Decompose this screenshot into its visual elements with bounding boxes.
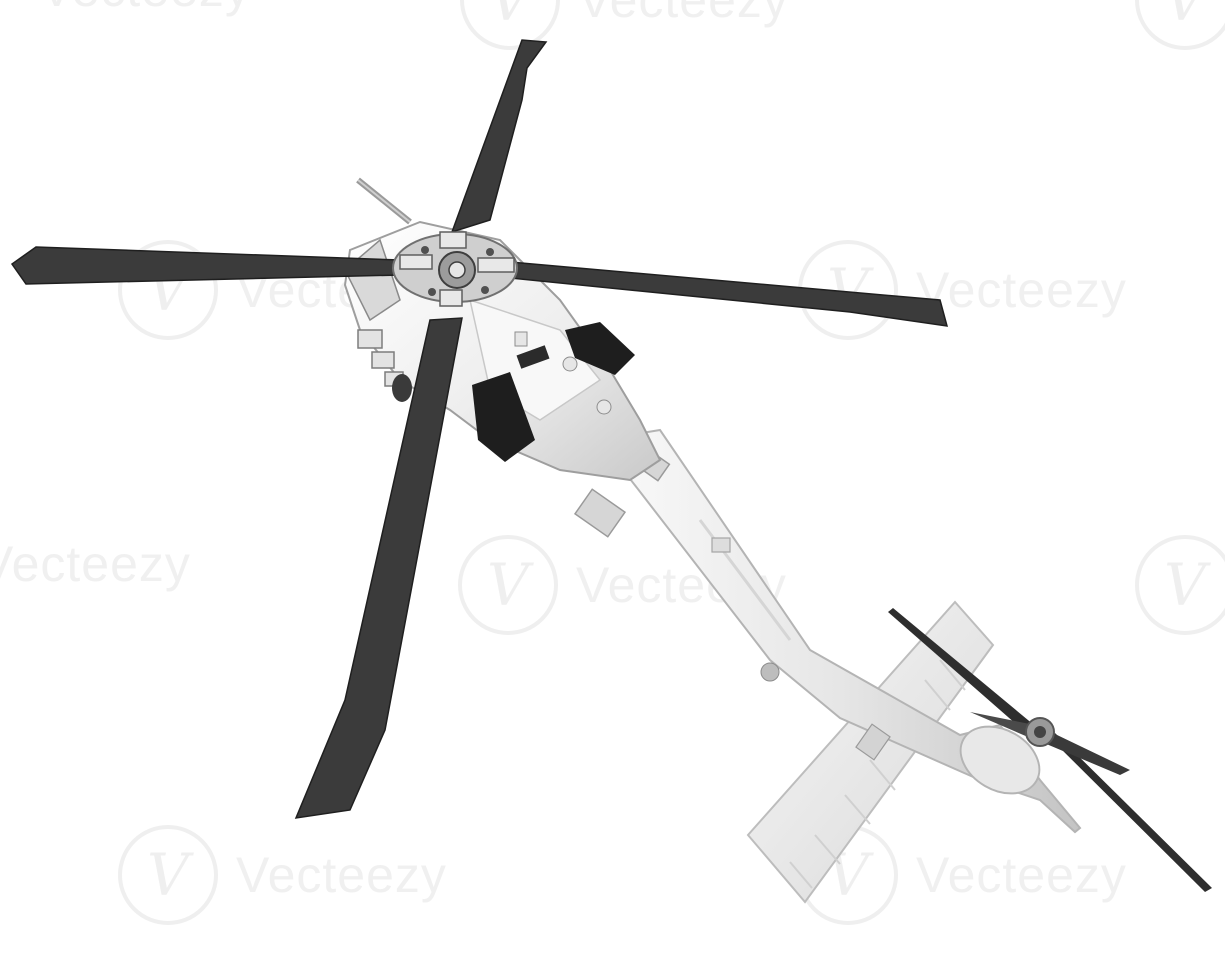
engine-intake-right — [565, 322, 635, 375]
rotor-blade-left — [10, 246, 401, 285]
tail-rotor — [888, 608, 1212, 892]
rotor-blade-upper — [450, 39, 548, 234]
engine-intake-left — [472, 372, 535, 462]
fuselage — [343, 177, 662, 482]
rotor-blade-right — [509, 261, 949, 327]
rotor-blade-lower — [294, 317, 463, 819]
rotor-hub — [392, 231, 518, 307]
main-rotor — [10, 39, 949, 819]
